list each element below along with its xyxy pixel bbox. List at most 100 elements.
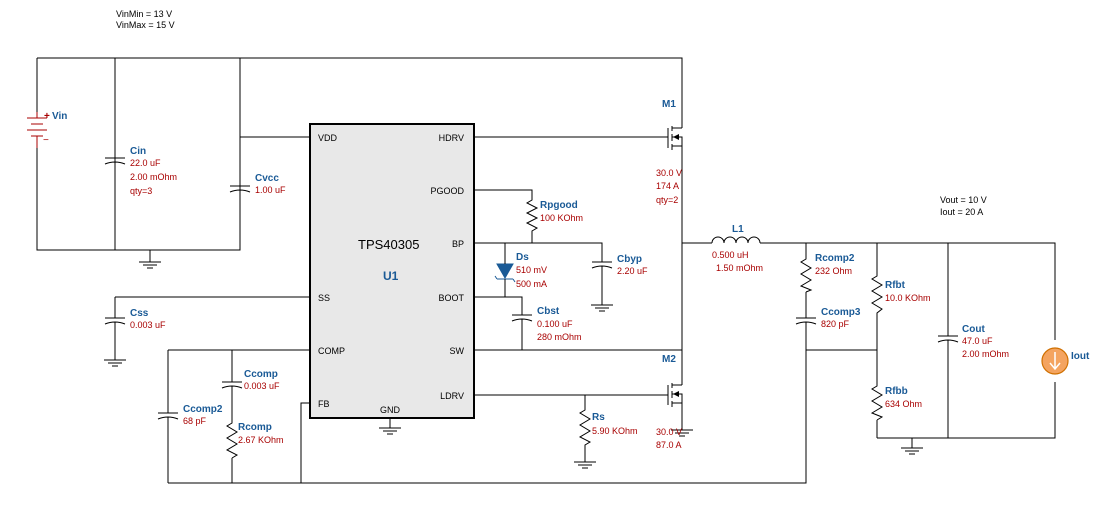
rfbt-value-1: 10.0 KOhm bbox=[885, 293, 931, 303]
ic-u1[interactable]: TPS40305 U1 VDD SS COMP FB GND HDRV PGOO… bbox=[309, 123, 475, 419]
capacitor-icon bbox=[229, 178, 251, 200]
capacitor-cout[interactable]: Cout 47.0 uF 2.00 mOhm bbox=[937, 324, 1009, 359]
ic-reference: U1 bbox=[383, 269, 399, 283]
capacitor-ccomp2[interactable]: Ccomp2 68 pF bbox=[157, 404, 223, 426]
resistor-rfbb[interactable]: Rfbb 634 Ohm bbox=[870, 382, 922, 421]
rfbb-value-1: 634 Ohm bbox=[885, 399, 922, 409]
ic-part-number: TPS40305 bbox=[358, 237, 419, 252]
pin-ldrv: LDRV bbox=[440, 391, 464, 401]
battery-icon bbox=[27, 112, 47, 148]
capacitor-css[interactable]: Css 0.003 uF bbox=[104, 308, 166, 330]
vin-name: Vin bbox=[52, 111, 67, 122]
cout-value-1: 47.0 uF bbox=[962, 336, 993, 346]
ccomp2-value-1: 68 pF bbox=[183, 416, 207, 426]
cbyp-name: Cbyp bbox=[617, 254, 642, 265]
diode-icon bbox=[494, 260, 516, 283]
capacitor-cbst[interactable]: Cbst 0.100 uF 280 mOhm bbox=[511, 306, 582, 342]
m2-value-1: 30.0 V bbox=[656, 427, 682, 437]
capacitor-ccomp3[interactable]: Ccomp3 820 pF bbox=[795, 307, 861, 330]
rs-value-1: 5.90 KOhm bbox=[592, 426, 638, 436]
resistor-rcomp[interactable]: Rcomp 2.67 KOhm bbox=[225, 418, 284, 459]
diode-ds[interactable]: Ds 510 mV 500 mA bbox=[494, 252, 547, 289]
pin-pgood: PGOOD bbox=[430, 186, 464, 196]
capacitor-ccomp[interactable]: Ccomp 0.003 uF bbox=[221, 369, 280, 394]
resistor-icon bbox=[870, 382, 884, 421]
resistor-icon bbox=[578, 405, 592, 448]
resistor-icon bbox=[525, 196, 539, 234]
pin-gnd: GND bbox=[380, 405, 401, 415]
cin-value-2: 2.00 mOhm bbox=[130, 172, 177, 182]
resistor-icon bbox=[799, 255, 813, 293]
cbst-value-2: 280 mOhm bbox=[537, 332, 582, 342]
l1-value-2: 1.50 mOhm bbox=[716, 263, 763, 273]
vin-minus: − bbox=[43, 135, 49, 146]
cin-value-1: 22.0 uF bbox=[130, 158, 161, 168]
current-load-iout[interactable]: Iout bbox=[1041, 347, 1090, 375]
ds-name: Ds bbox=[516, 252, 529, 263]
cbst-value-1: 0.100 uF bbox=[537, 319, 573, 329]
rfbb-name: Rfbb bbox=[885, 386, 908, 397]
pin-comp: COMP bbox=[318, 346, 345, 356]
resistor-rcomp2[interactable]: Rcomp2 232 Ohm bbox=[799, 253, 855, 293]
rcomp2-name: Rcomp2 bbox=[815, 253, 855, 264]
mosfet-icon bbox=[667, 122, 683, 152]
resistor-rs[interactable]: Rs 5.90 KOhm bbox=[578, 405, 638, 448]
ground-icon bbox=[901, 447, 923, 455]
capacitor-cvcc[interactable]: Cvcc 1.00 uF bbox=[229, 173, 286, 200]
m1-value-3: qty=2 bbox=[656, 195, 678, 205]
vin-source[interactable]: + Vin − bbox=[27, 111, 67, 148]
resistor-icon bbox=[225, 418, 239, 459]
iout-name: Iout bbox=[1071, 351, 1090, 362]
ccomp2-name: Ccomp2 bbox=[183, 404, 223, 415]
l1-value-1: 0.500 uH bbox=[712, 250, 749, 260]
ccomp3-name: Ccomp3 bbox=[821, 307, 861, 318]
rs-name: Rs bbox=[592, 412, 605, 423]
ground-icon bbox=[379, 418, 401, 435]
ds-value-1: 510 mV bbox=[516, 265, 547, 275]
pin-boot: BOOT bbox=[438, 293, 464, 303]
capacitor-icon bbox=[221, 381, 243, 394]
mosfet-icon bbox=[667, 383, 683, 410]
pin-sw: SW bbox=[450, 346, 465, 356]
capacitor-cin[interactable]: Cin 22.0 uF 2.00 mOhm qty=3 bbox=[104, 146, 177, 196]
ds-value-2: 500 mA bbox=[516, 279, 547, 289]
css-name: Css bbox=[130, 308, 149, 319]
rpgood-value-1: 100 KOhm bbox=[540, 213, 583, 223]
capacitor-icon bbox=[591, 261, 613, 275]
ground-icon bbox=[591, 304, 613, 312]
vin-plus: + bbox=[44, 111, 50, 122]
cbst-name: Cbst bbox=[537, 306, 560, 317]
ground-icon bbox=[104, 359, 126, 367]
vin-min-label: VinMin = 13 V bbox=[116, 9, 172, 19]
ic-body bbox=[309, 123, 475, 419]
pin-hdrv: HDRV bbox=[439, 133, 464, 143]
capacitor-icon bbox=[157, 412, 179, 425]
vout-label: Vout = 10 V bbox=[940, 195, 987, 205]
pin-fb: FB bbox=[318, 399, 330, 409]
current-source-icon bbox=[1041, 347, 1069, 375]
mosfet-m2[interactable]: M2 30.0 V 87.0 A bbox=[656, 354, 683, 450]
cin-value-3: qty=3 bbox=[130, 186, 152, 196]
pin-ss: SS bbox=[318, 293, 330, 303]
capacitor-icon bbox=[795, 317, 817, 330]
mosfet-m1[interactable]: M1 30.0 V 174 A qty=2 bbox=[656, 99, 683, 205]
inductor-l1[interactable]: L1 0.500 uH 1.50 mOhm bbox=[711, 224, 763, 273]
resistor-icon bbox=[871, 270, 883, 318]
capacitor-cbyp[interactable]: Cbyp 2.20 uF bbox=[591, 254, 648, 276]
cvcc-value-1: 1.00 uF bbox=[255, 185, 286, 195]
l1-name: L1 bbox=[732, 224, 744, 235]
ground-icon bbox=[139, 261, 161, 269]
pin-vdd: VDD bbox=[318, 133, 338, 143]
resistor-rpgood[interactable]: Rpgood 100 KOhm bbox=[525, 196, 583, 234]
resistor-rfbt[interactable]: Rfbt 10.0 KOhm bbox=[871, 270, 931, 318]
rcomp-name: Rcomp bbox=[238, 422, 272, 433]
m2-name: M2 bbox=[662, 354, 676, 365]
cbyp-value-1: 2.20 uF bbox=[617, 266, 648, 276]
capacitor-icon bbox=[511, 314, 533, 328]
iout-label: Iout = 20 A bbox=[940, 207, 983, 217]
cout-value-2: 2.00 mOhm bbox=[962, 349, 1009, 359]
rcomp-value-1: 2.67 KOhm bbox=[238, 435, 284, 445]
cvcc-name: Cvcc bbox=[255, 173, 279, 184]
rpgood-name: Rpgood bbox=[540, 200, 578, 211]
